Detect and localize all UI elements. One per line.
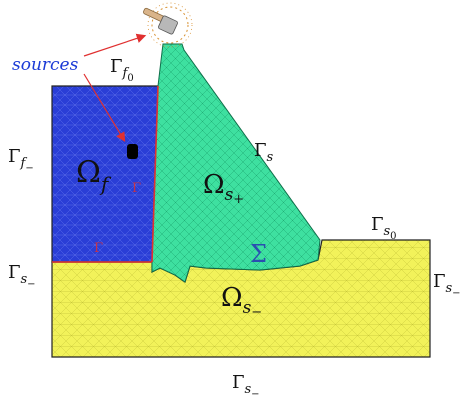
gamma-interface-label: Γ	[132, 181, 141, 196]
sigma-label: Σ	[250, 240, 267, 268]
dam-region	[151, 43, 321, 283]
sources-arrow-top	[83, 33, 147, 57]
omega-s-plus-label: Ωs+	[203, 170, 244, 207]
gamma-s-label: Γs	[254, 140, 274, 165]
interface-line	[151, 85, 159, 263]
hammer-icon	[143, 2, 193, 48]
gamma-s-minus-bottom-label: Γs−	[232, 372, 260, 400]
source-blob	[127, 144, 138, 159]
gamma-f-minus-label: Γf−	[8, 146, 34, 174]
gamma-s0-label: Γs0	[371, 214, 397, 242]
gamma-bottom-interface-label: Γ	[94, 241, 103, 256]
gamma-f0-label: Γf0	[110, 56, 134, 84]
sources-arrow-blob	[83, 73, 126, 143]
gamma-s-minus-left-label: Γs−	[8, 262, 36, 290]
gamma-s-minus-right-label: Γs−	[433, 271, 461, 299]
sources-label: sources	[12, 55, 79, 75]
omega-s-minus-label: Ωs−	[221, 283, 262, 320]
